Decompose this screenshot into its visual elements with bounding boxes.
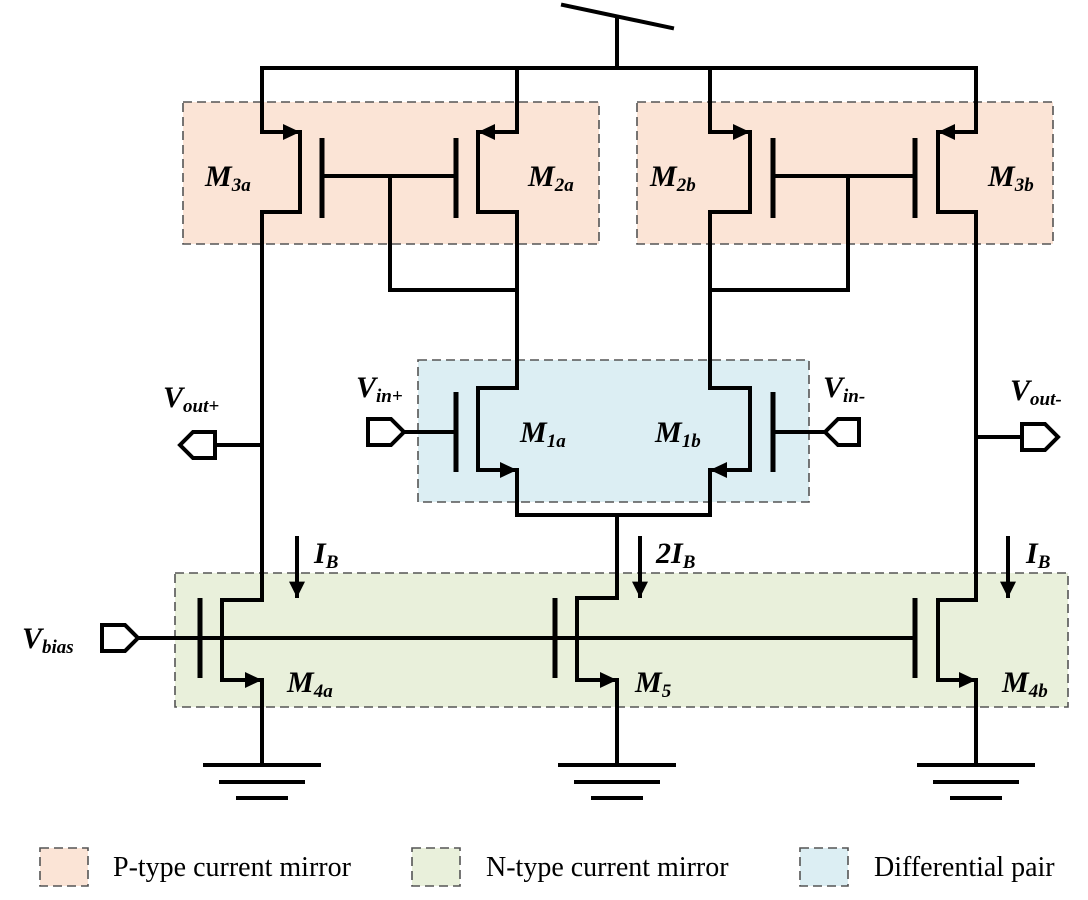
vin-minus-port-icon: [822, 417, 861, 447]
legend-swatch-diff-pair: [799, 847, 849, 887]
label-current-middle: 2IB: [655, 537, 695, 573]
label-vout-plus: Vout+: [163, 381, 219, 417]
label-m2a: M2a: [527, 160, 574, 196]
vout-plus-port-icon: [177, 430, 217, 460]
transistor-m1b: [708, 386, 827, 517]
transistor-m3b: [708, 66, 978, 592]
vout-minus-port-icon: [1020, 422, 1061, 452]
label-m5: M5: [634, 666, 672, 702]
legend-swatch-n-type: [411, 847, 461, 887]
transistor-m4a: [197, 588, 264, 767]
label-vin-minus: Vin-: [823, 371, 865, 407]
label-m1b: M1b: [654, 416, 701, 452]
ground-symbol-left: [203, 763, 321, 800]
label-m3b: M3b: [987, 160, 1034, 196]
label-m4a: M4a: [286, 666, 333, 702]
supply-rail: [260, 2, 978, 70]
label-current-left: IB: [313, 537, 338, 573]
label-m1a: M1a: [519, 416, 566, 452]
label-vout-minus: Vout-: [1010, 374, 1062, 410]
label-m2b: M2b: [649, 160, 696, 196]
transistor-m5: [552, 596, 619, 767]
legend-label-p-type: P-type current mirror: [113, 852, 352, 883]
label-vin-plus: Vin+: [356, 371, 403, 407]
label-m3a: M3a: [204, 160, 251, 196]
legend-label-n-type: N-type current mirror: [486, 852, 729, 883]
vin-plus-port-icon: [366, 417, 407, 447]
ground-symbol-middle: [558, 763, 676, 800]
legend-label-diff-pair: Differential pair: [874, 852, 1055, 883]
legend: P-type current mirror N-type current mir…: [39, 847, 1055, 887]
label-vbias: Vbias: [22, 622, 74, 658]
transistor-m4b: [912, 588, 978, 767]
transistor-m1a: [402, 386, 519, 517]
transistor-m2a: [320, 66, 519, 390]
label-m4b: M4b: [1001, 666, 1048, 702]
p-type-mirror-right-box: [636, 101, 1054, 245]
ground-symbol-right: [917, 763, 1035, 800]
legend-swatch-p-type: [39, 847, 89, 887]
vbias-port-icon: [100, 623, 141, 653]
label-current-right: IB: [1025, 537, 1050, 573]
